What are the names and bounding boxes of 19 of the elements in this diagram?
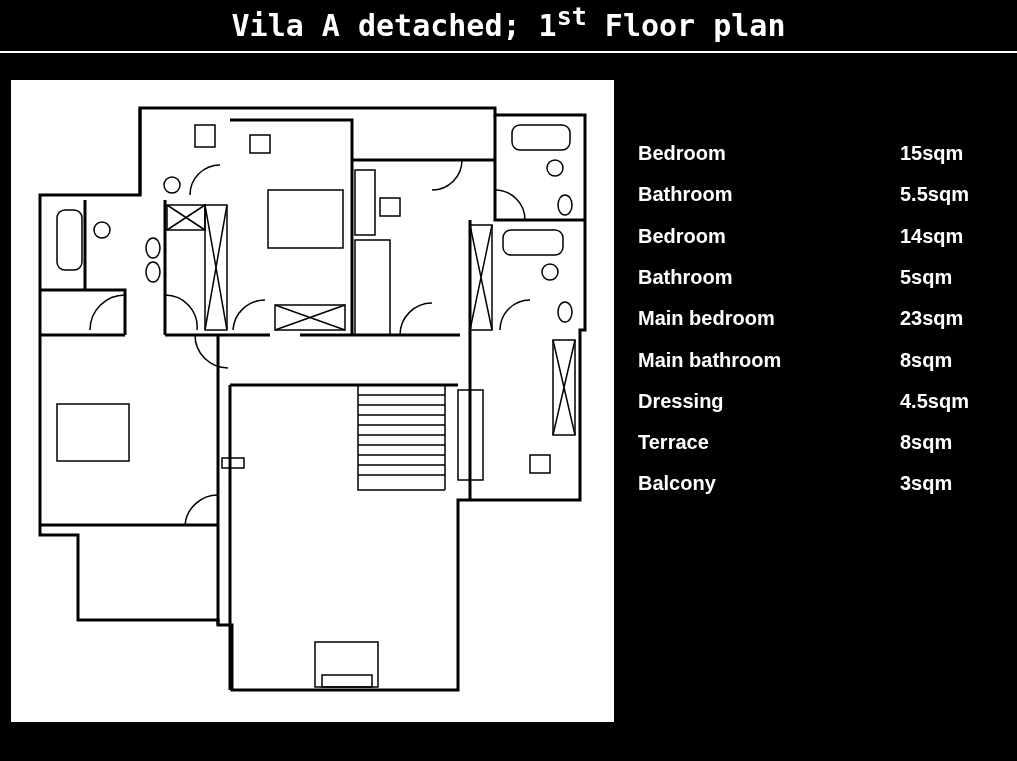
room-name: Dressing — [638, 389, 724, 413]
room-name: Bathroom — [638, 183, 733, 207]
room-name: Bathroom — [638, 265, 733, 289]
room-name: Balcony — [638, 472, 716, 496]
room-name: Main bedroom — [638, 307, 775, 331]
room-area: 14sqm — [900, 224, 964, 248]
room-name: Bedroom — [638, 224, 726, 248]
room-name: Bedroom — [638, 142, 726, 165]
room-area: 15sqm — [900, 142, 964, 165]
room-name: Main bathroom — [638, 348, 782, 372]
room-area: 4.5sqm — [900, 389, 969, 413]
room-area: 8sqm — [900, 348, 953, 372]
room-area: 3sqm — [900, 472, 953, 496]
room-area: 5.5sqm — [900, 183, 969, 207]
title: Vila A detached; 1$^{st}$ Floor plan — [230, 2, 787, 43]
room-area: 5sqm — [900, 265, 953, 289]
room-area: 8sqm — [900, 431, 953, 455]
room-area: 23sqm — [900, 307, 964, 331]
room-name: Terrace — [638, 431, 709, 455]
